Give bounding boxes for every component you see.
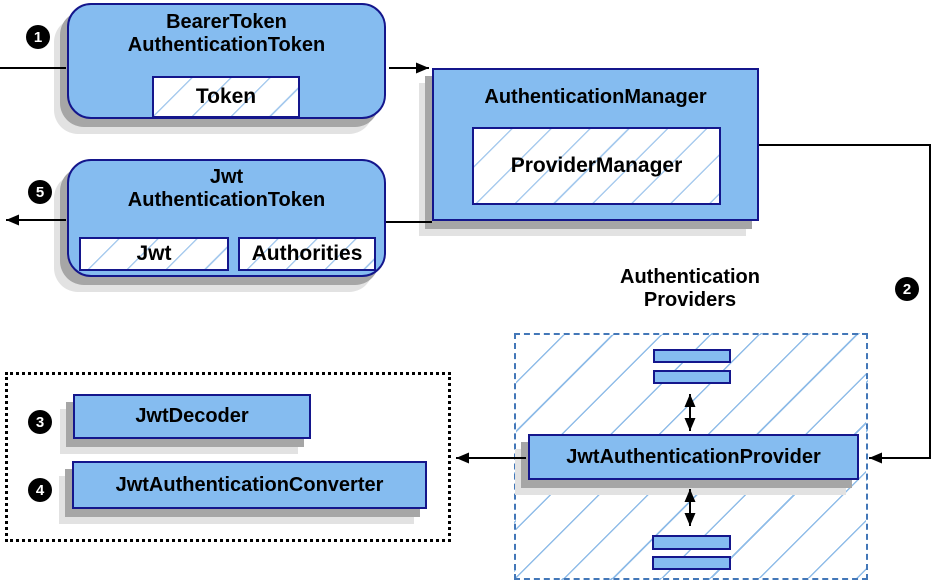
- slot-provider-manager: ProviderManager: [472, 127, 721, 205]
- slot-label: ProviderManager: [510, 154, 683, 177]
- slot-authorities: Authorities: [238, 237, 376, 271]
- node-jwt-authentication-token: Jwt AuthenticationToken Jwt Authorities: [67, 159, 386, 277]
- node-title: JwtAuthenticationConverter: [115, 473, 384, 496]
- title-line-1: Jwt: [209, 166, 244, 188]
- step-badge-5: 5: [28, 180, 52, 204]
- node-authentication-manager: AuthenticationManager ProviderManager: [432, 68, 759, 221]
- step-number: 4: [35, 481, 45, 499]
- step-badge-4: 4: [28, 478, 52, 502]
- slot-token: Token: [152, 76, 300, 118]
- resolvers-container: JwtDecoder JwtAuthenticationConverter: [5, 372, 451, 542]
- node-title: Jwt AuthenticationToken: [69, 161, 384, 212]
- node-title: BearerToken AuthenticationToken: [69, 5, 384, 57]
- node-jwt-authentication-converter: JwtAuthenticationConverter: [72, 461, 427, 509]
- slot-label: Authorities: [251, 242, 363, 265]
- title-line-2: AuthenticationToken: [127, 189, 326, 211]
- title-line-2: AuthenticationToken: [127, 34, 326, 56]
- slot-jwt: Jwt: [79, 237, 229, 271]
- providers-heading: Authentication Providers: [555, 266, 825, 312]
- step-badge-3: 3: [28, 410, 52, 434]
- provider-placeholder-bar: [652, 556, 731, 570]
- step-badge-2: 2: [895, 277, 919, 301]
- node-jwt-decoder: JwtDecoder: [73, 394, 311, 439]
- step-badge-1: 1: [26, 25, 50, 49]
- node-jwt-authentication-provider: JwtAuthenticationProvider: [528, 434, 859, 480]
- step-number: 1: [33, 28, 43, 46]
- node-title: JwtDecoder: [135, 405, 249, 427]
- provider-placeholder-bar: [653, 370, 731, 384]
- provider-placeholder-bar: [652, 535, 731, 550]
- slot-label: Token: [195, 85, 257, 108]
- providers-container: JwtAuthenticationProvider: [514, 333, 868, 580]
- node-bearer-token-authentication-token: BearerToken AuthenticationToken Token: [67, 3, 386, 119]
- step-number: 2: [902, 280, 912, 298]
- title-line-1: BearerToken: [166, 11, 287, 33]
- provider-placeholder-bar: [653, 349, 731, 363]
- heading-line-2: Providers: [643, 289, 737, 311]
- node-title: AuthenticationManager: [484, 86, 707, 108]
- slot-label: Jwt: [136, 242, 172, 265]
- step-number: 5: [35, 183, 45, 201]
- step-number: 3: [35, 413, 45, 431]
- node-title: JwtAuthenticationProvider: [566, 445, 821, 468]
- heading-line-1: Authentication: [620, 266, 760, 288]
